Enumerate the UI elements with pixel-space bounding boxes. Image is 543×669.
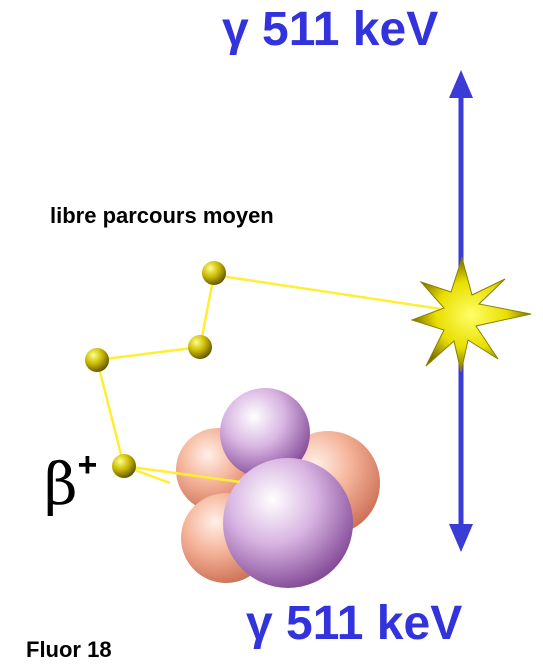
positron-bead-icon [112,454,136,478]
positron-bead-icon [202,261,226,285]
gamma-energy-bottom: γ 511 keV [246,596,462,651]
mean-free-path-label: libre parcours moyen [50,203,274,229]
positron-bead-icon [188,335,212,359]
nucleus-icon [176,388,380,588]
annihilation-flash-icon [412,258,531,372]
positron-charge-sign: + [78,446,98,484]
positron-bead-icon [85,348,109,372]
positron-label: β+ [44,446,97,518]
gamma-energy-top: γ 511 keV [222,2,438,57]
isotope-label: Fluor 18 [26,637,112,663]
